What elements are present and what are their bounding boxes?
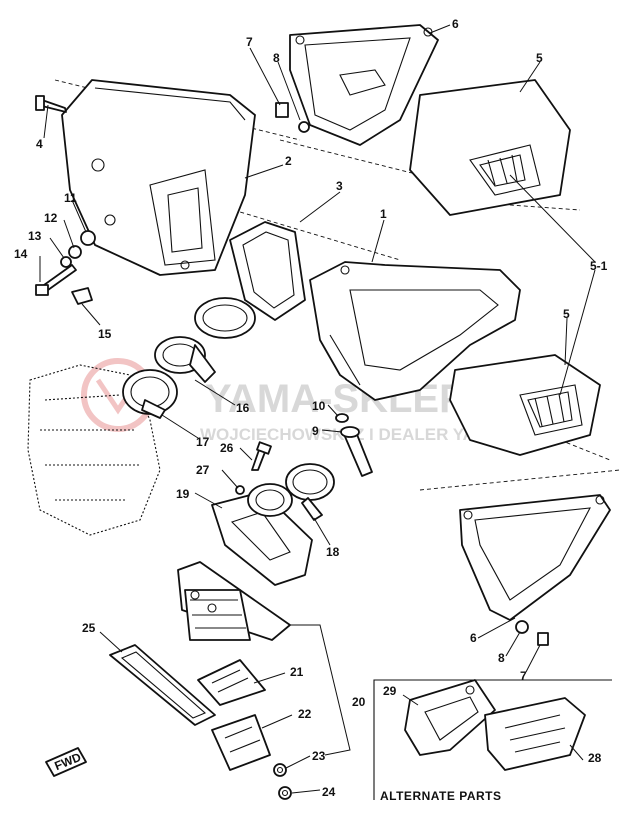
callout-5-1: 5-1 <box>590 259 608 273</box>
cover-plate-top <box>289 24 439 146</box>
air-cleaner-case <box>61 79 256 276</box>
callout-16: 16 <box>236 401 250 415</box>
callout-20: 20 <box>352 695 366 709</box>
screws <box>273 763 292 800</box>
fasteners-left <box>35 95 96 305</box>
callout-15: 15 <box>98 327 112 341</box>
callout-17: 17 <box>196 435 210 449</box>
alternate-parts-box <box>373 679 612 800</box>
callout-28: 28 <box>588 751 602 765</box>
callout-18: 18 <box>326 545 340 559</box>
manifold-bolt <box>235 441 272 495</box>
callout-6b: 6 <box>470 631 477 645</box>
stopper-plate <box>211 714 271 771</box>
engine-outline <box>27 364 161 536</box>
callout-2: 2 <box>285 154 292 168</box>
callout-6a: 6 <box>452 17 459 31</box>
callout-7b: 7 <box>520 669 527 683</box>
callout-1: 1 <box>380 207 387 221</box>
air-filter-element-top <box>409 79 571 216</box>
callout-13: 13 <box>28 229 42 243</box>
callout-5a: 5 <box>536 51 543 65</box>
joint <box>194 221 306 339</box>
callout-19: 19 <box>176 487 190 501</box>
callout-25: 25 <box>82 621 96 635</box>
reed-plate <box>197 659 266 706</box>
watermark-subtitle: WOJCIECHOWSKI Z I DEALER YAMAHA <box>200 425 526 444</box>
callout-5b: 5 <box>563 307 570 321</box>
callout-4: 4 <box>36 137 43 151</box>
callout-26: 26 <box>220 441 234 455</box>
callout-29: 29 <box>383 684 397 698</box>
reed-valve <box>177 561 291 641</box>
intake-manifold <box>211 483 313 586</box>
callout-11: 11 <box>64 191 77 205</box>
callout-23: 23 <box>312 749 326 763</box>
clamp-ring <box>122 369 178 419</box>
callout-8b: 8 <box>498 651 505 665</box>
carburetor-joint <box>154 336 216 383</box>
air-filter-element-mid <box>449 354 601 456</box>
callout-8a: 8 <box>273 51 280 65</box>
callout-3: 3 <box>336 179 343 193</box>
callout-21: 21 <box>290 665 304 679</box>
callout-numbers: 1 2 3 4 5 5 5-1 6 6 7 7 8 8 9 10 11 12 1… <box>14 17 608 799</box>
callout-12: 12 <box>44 211 58 225</box>
cover-plate-bottom <box>459 494 611 621</box>
manifold-clamp <box>285 463 335 521</box>
callout-7a: 7 <box>246 35 253 49</box>
air-intake-duct <box>309 261 521 401</box>
gasket <box>109 644 216 726</box>
drain-pipe <box>335 413 373 477</box>
callout-14: 14 <box>14 247 28 261</box>
fasteners-right <box>275 102 549 646</box>
callout-9: 9 <box>312 424 319 438</box>
alternate-parts-label: ALTERNATE PARTS <box>380 789 502 803</box>
callout-24: 24 <box>322 785 336 799</box>
fwd-arrow: FWD <box>45 747 87 777</box>
leader-lines <box>39 24 596 794</box>
callout-10: 10 <box>312 399 326 413</box>
callout-27: 27 <box>196 463 210 477</box>
callout-22: 22 <box>298 707 312 721</box>
